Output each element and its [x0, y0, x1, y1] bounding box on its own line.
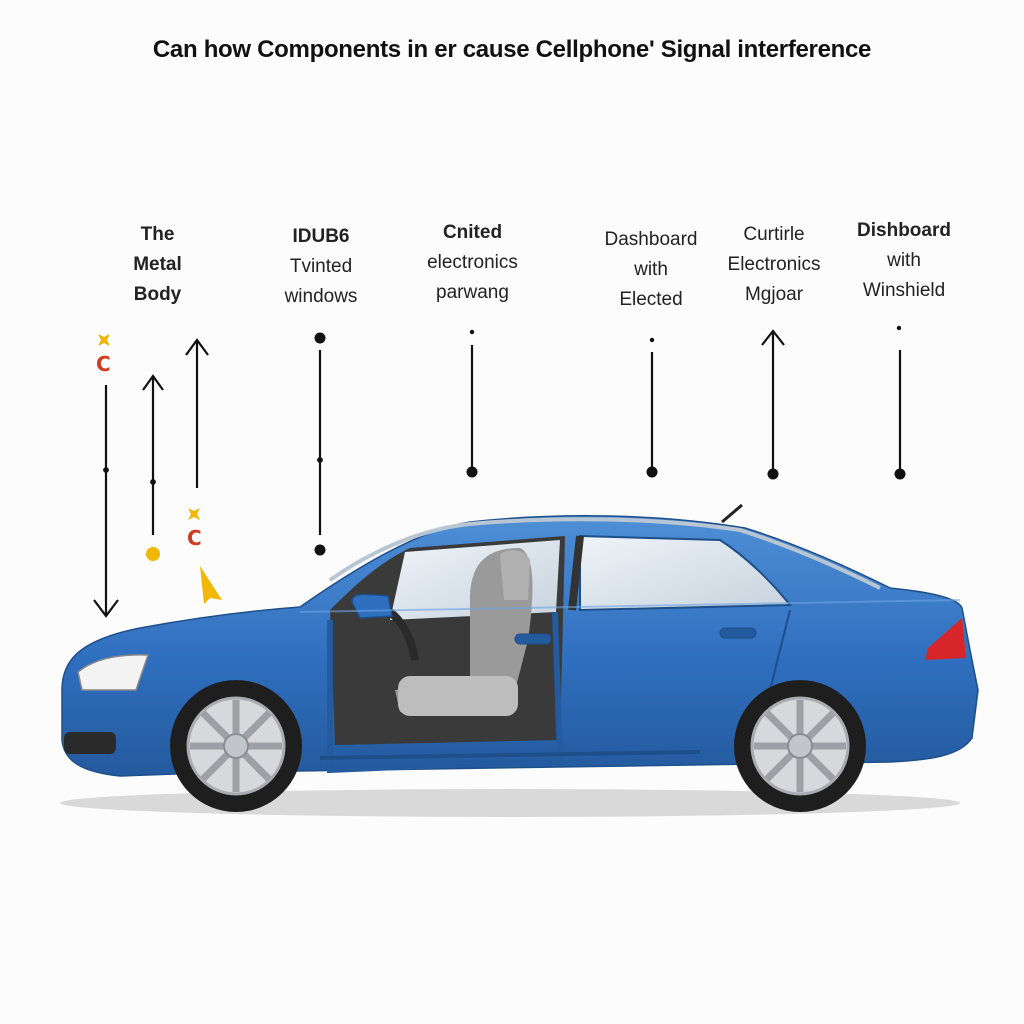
label-line: Elected: [619, 289, 683, 310]
label-line: Dashboard: [604, 229, 698, 250]
label-line: with: [887, 250, 921, 271]
label-line: parwang: [436, 282, 509, 303]
label-dashboard-elected: Dashboard with Elected: [595, 225, 707, 315]
label-electronics-parwang: Cnited electronics parwang: [415, 218, 530, 308]
mark-letter: C: [96, 352, 111, 376]
mark-letter: C: [187, 526, 202, 550]
front-wheel: [170, 680, 302, 812]
label-line: Winshield: [862, 280, 946, 301]
label-dishboard-winshield: Dishboard with Winshield: [848, 216, 960, 306]
label-line: with: [634, 259, 668, 280]
label-line: The: [140, 224, 175, 245]
label-curtirle-electronics: Curtirle Electronics Mgjoar: [718, 220, 830, 310]
car-shadow: [60, 789, 960, 817]
label-line: Curtirle: [743, 224, 805, 245]
label-line: electronics: [427, 252, 518, 273]
diagram-title: Can how Components in er cause Cellphone…: [152, 36, 872, 63]
label-line: Body: [133, 284, 182, 305]
label-line: Electronics: [727, 254, 821, 275]
label-tinted-windows: IDUB6 Tvinted windows: [265, 222, 377, 312]
label-line: Cnited: [442, 222, 503, 243]
cursor-icon: [200, 566, 222, 604]
label-line: Tvinted: [289, 256, 353, 277]
label-line: windows: [284, 286, 358, 307]
signal-mark-1: C: [96, 352, 111, 376]
label-metal-body: The Metal Body: [110, 220, 205, 310]
label-line: Metal: [133, 254, 182, 275]
label-line: Dishboard: [857, 220, 951, 241]
pointer-lines: [93, 329, 902, 618]
rear-wheel: [734, 680, 866, 812]
signal-mark-2: C: [187, 526, 202, 550]
label-line: Mgjoar: [744, 284, 804, 305]
label-line: IDUB6: [292, 226, 350, 247]
spark-icon: [98, 334, 200, 520]
